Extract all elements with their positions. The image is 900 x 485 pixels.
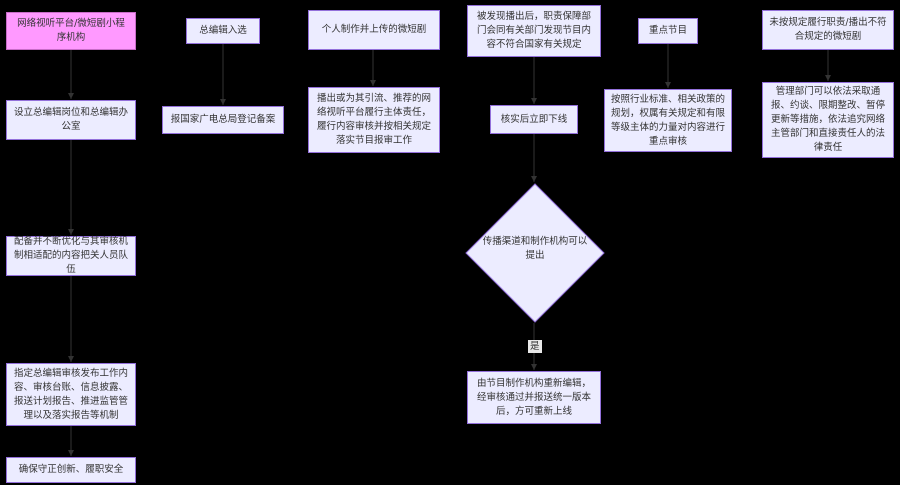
node-review-mechanism: 指定总编辑审核发布工作内容、审核台账、信息披露、报送计划报告、推进监管管理以及落… <box>6 363 136 426</box>
node-noncompliance: 未按规定履行职责/播出不符合规定的微短剧 <box>762 10 894 50</box>
node-personal-upload: 个人制作并上传的微短剧 <box>308 10 440 50</box>
decision-appeal: 传播渠道和制作机构可以提出 <box>465 183 605 323</box>
node-register-filing: 报国家广电总局登记备案 <box>162 106 284 134</box>
node-platform-org: 网络视听平台/微短剧小程序机构 <box>6 12 136 50</box>
edge-label-yes: 是 <box>528 340 542 353</box>
node-editor-selected: 总编辑入选 <box>186 18 260 44</box>
node-key-review: 按照行业标准、相关政策的规划，权属有关规定和有限等级主体的力量对内容进行重点审核 <box>604 89 732 152</box>
decision-label: 传播渠道和制作机构可以提出 <box>482 236 588 261</box>
node-take-offline: 核实后立即下线 <box>490 105 578 134</box>
node-editor-office: 设立总编辑岗位和总编辑办公室 <box>6 100 136 140</box>
node-reedit-relaunch: 由节目制作机构重新编辑，经审核通过并报送统一版本后，方可重新上线 <box>467 371 601 424</box>
node-review-staff: 配备并不断优化与其审核机制相适配的内容把关人员队伍 <box>6 236 136 276</box>
node-key-program: 重点节目 <box>638 18 698 44</box>
node-penalty-measures: 管理部门可以依法采取通报、约谈、限期整改、暂停更新等措施，依法追究网络主管部门和… <box>762 82 894 158</box>
node-discovered-violation: 被发现播出后，职责保障部门会同有关部门发现节目内容不符合国家有关规定 <box>467 5 601 57</box>
node-ensure-safety: 确保守正创新、履职安全 <box>6 457 136 483</box>
node-platform-responsibility: 播出或为其引流、推荐的网络视听平台履行主体责任，履行内容审核并按相关规定落实节目… <box>308 87 440 153</box>
